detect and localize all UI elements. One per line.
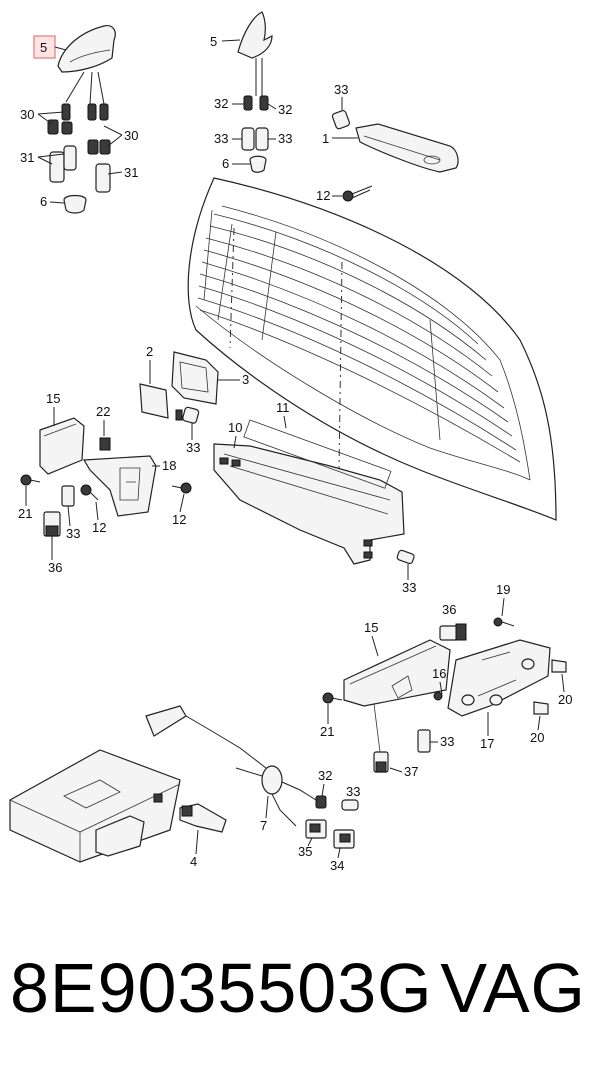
callout-19: 19 [496,582,510,597]
callout-31-left: 31 [20,150,34,165]
antenna-fin-center [237,11,273,173]
connector-33-left [61,485,75,507]
connector-36-left [43,511,61,537]
callout-7: 7 [260,818,267,833]
callout-33-center-right: 33 [278,131,292,146]
callout-33-right-strip: 33 [402,580,416,595]
bracket-part-1 [331,109,459,173]
cover-part-3 [171,351,219,405]
rear-window [187,177,557,521]
connector-33-right-module [417,729,431,753]
callout-33-center-left: 33 [214,131,228,146]
screw-19 [493,617,515,627]
callout-31-right: 31 [124,165,138,180]
callout-36-right: 36 [442,602,456,617]
parts-diagram: 5 30 30 31 31 6 5 32 32 33 33 6 [9,11,572,873]
screw-21-right [322,692,343,704]
callout-21-left: 21 [18,506,32,521]
callout-21-right: 21 [320,724,334,739]
callout-33-mid-left: 33 [186,440,200,455]
callout-37: 37 [404,764,418,779]
callout-22: 22 [96,404,110,419]
callout-5-center: 5 [210,34,217,49]
screw-12-top [342,185,373,202]
screw-21-left [20,474,41,486]
callout-6-left: 6 [40,194,47,209]
callout-5-left: 5 [40,40,47,55]
callout-33-bottom: 33 [346,784,360,799]
callout-4: 4 [190,854,197,869]
callout-36-left: 36 [48,560,62,575]
callout-33-right-module: 33 [440,734,454,749]
clip-22 [99,437,111,451]
callout-30-left: 30 [20,107,34,122]
callout-20-lower: 20 [530,730,544,745]
connectors-32-33-bottom [305,795,359,849]
antenna-left-connectors [47,103,111,214]
callout-32-bottom: 32 [318,768,332,783]
nut-20-lower [533,701,549,715]
callout-10: 10 [228,420,242,435]
connector-4 [179,803,227,833]
callout-32-right: 32 [278,102,292,117]
callout-11: 11 [276,400,290,415]
callout-1: 1 [322,131,329,146]
callout-17: 17 [480,736,494,751]
cable-7 [235,765,317,827]
control-module-15-right [343,639,451,707]
bracket-18 [82,455,157,517]
callout-32-left: 32 [214,96,228,111]
callout-2: 2 [146,344,153,359]
callout-35: 35 [298,844,312,859]
callout-16: 16 [432,666,446,681]
callout-33-top: 33 [334,82,348,97]
amplifier-strip-10 [213,419,415,565]
antenna-fin-left [57,25,116,105]
brand-text: VAG [440,949,586,1027]
callout-30-right: 30 [124,128,138,143]
callout-12-left: 12 [92,520,106,535]
screw-12-left [80,484,99,501]
bracket-part-2 [139,383,200,424]
callout-33-left-low: 33 [66,526,80,541]
control-module-15-left [39,417,85,475]
connector-37 [373,751,389,773]
callout-12-mid: 12 [172,512,186,527]
part-number-text: 8E9035503G [10,949,433,1027]
callout-15-left: 15 [46,391,60,406]
bracket-17 [447,639,551,717]
nut-20-upper [551,659,567,673]
screw-12-right [171,482,192,494]
module-box [9,749,181,863]
connector-36-right [439,623,467,641]
antenna-strip [145,705,267,769]
callout-12-top: 12 [316,188,330,203]
callout-20-upper: 20 [558,692,572,707]
callout-15-right: 15 [364,620,378,635]
callout-34: 34 [330,858,344,873]
callout-18: 18 [162,458,176,473]
callout-6-center: 6 [222,156,229,171]
callout-3: 3 [242,372,249,387]
